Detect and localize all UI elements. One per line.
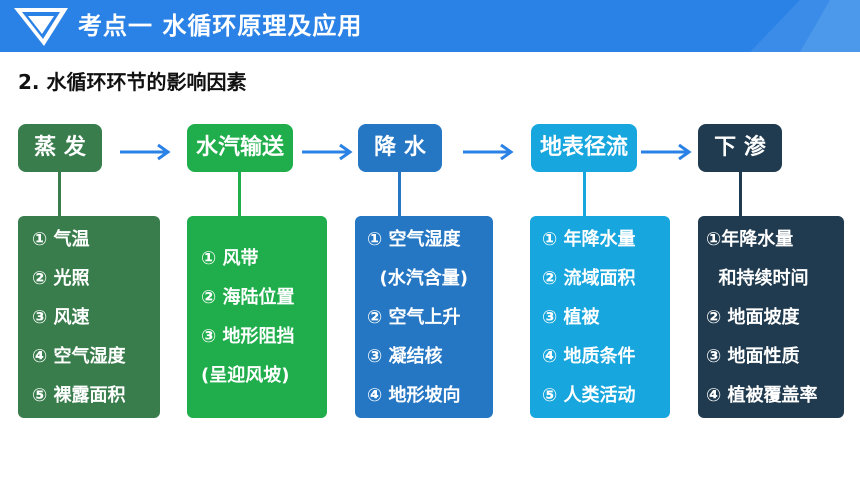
factor-item: ① 年降水量 [542,228,636,250]
factor-item: ③ 地面性质 [706,345,800,367]
factor-item: ④ 空气湿度 [32,345,126,367]
stage-vapor-transport: 水汽输送 [187,124,293,172]
connector-line [583,172,586,216]
stage-infiltration: 下 渗 [698,124,782,172]
arrow-right-icon [302,143,353,161]
arrow-right-icon [120,143,171,161]
factor-item: ② 光照 [32,267,90,289]
card-precipitation-factors: ① 空气湿度 (水汽含量) ② 空气上升 ③ 凝结核 ④ 地形坡向 [355,216,493,418]
factor-item: ⑤ 人类活动 [542,384,636,406]
factor-item: ② 流域面积 [542,267,636,289]
factor-item: ① 气温 [32,228,90,250]
stage-evaporation: 蒸 发 [18,124,102,172]
page-title: 考点一 水循环原理及应用 [78,12,363,40]
card-evaporation-factors: ① 气温 ② 光照 ③ 风速 ④ 空气湿度 ⑤ 裸露面积 [18,216,160,418]
stage-precipitation: 降 水 [358,124,442,172]
connector-line [739,172,742,216]
factor-item: ② 空气上升 [367,306,461,328]
connector-line [238,172,241,216]
factor-item: (呈迎风坡) [201,365,290,386]
factor-item: ① 空气湿度 [367,228,461,250]
factor-item: ③ 植被 [542,306,600,328]
factor-item: ③ 风速 [32,306,90,328]
arrow-right-icon [463,143,514,161]
stage-surface-runoff: 地表径流 [531,124,637,172]
card-surface-runoff-factors: ① 年降水量 ② 流域面积 ③ 植被 ④ 地质条件 ⑤ 人类活动 [530,216,670,418]
factor-item: 和持续时间 [706,267,809,289]
card-infiltration-factors: ①年降水量 和持续时间 ② 地面坡度 ③ 地面性质 ④ 植被覆盖率 [698,216,844,418]
factor-item: ④ 植被覆盖率 [706,384,818,406]
factor-item: ② 地面坡度 [706,306,800,328]
factor-item: ④ 地质条件 [542,345,636,367]
header-bar: 考点一 水循环原理及应用 [0,0,860,52]
arrow-right-icon [641,143,692,161]
factor-item: ② 海陆位置 [201,287,295,308]
factor-item: ④ 地形坡向 [367,384,461,406]
section-subtitle: 2. 水循环环节的影响因素 [18,70,247,94]
factor-item: ③ 地形阻挡 [201,326,295,347]
factor-item: (水汽含量) [367,267,468,289]
connector-line [58,172,61,216]
logo-icon [14,8,68,46]
factor-item: ③ 凝结核 [367,345,443,367]
factor-item: ① 风带 [201,248,259,269]
factor-item: ⑤ 裸露面积 [32,384,126,406]
card-vapor-transport-factors: ① 风带 ② 海陆位置 ③ 地形阻挡 (呈迎风坡) [187,216,327,418]
connector-line [398,172,401,216]
header-decoration [750,0,860,52]
factor-item: ①年降水量 [706,228,794,250]
